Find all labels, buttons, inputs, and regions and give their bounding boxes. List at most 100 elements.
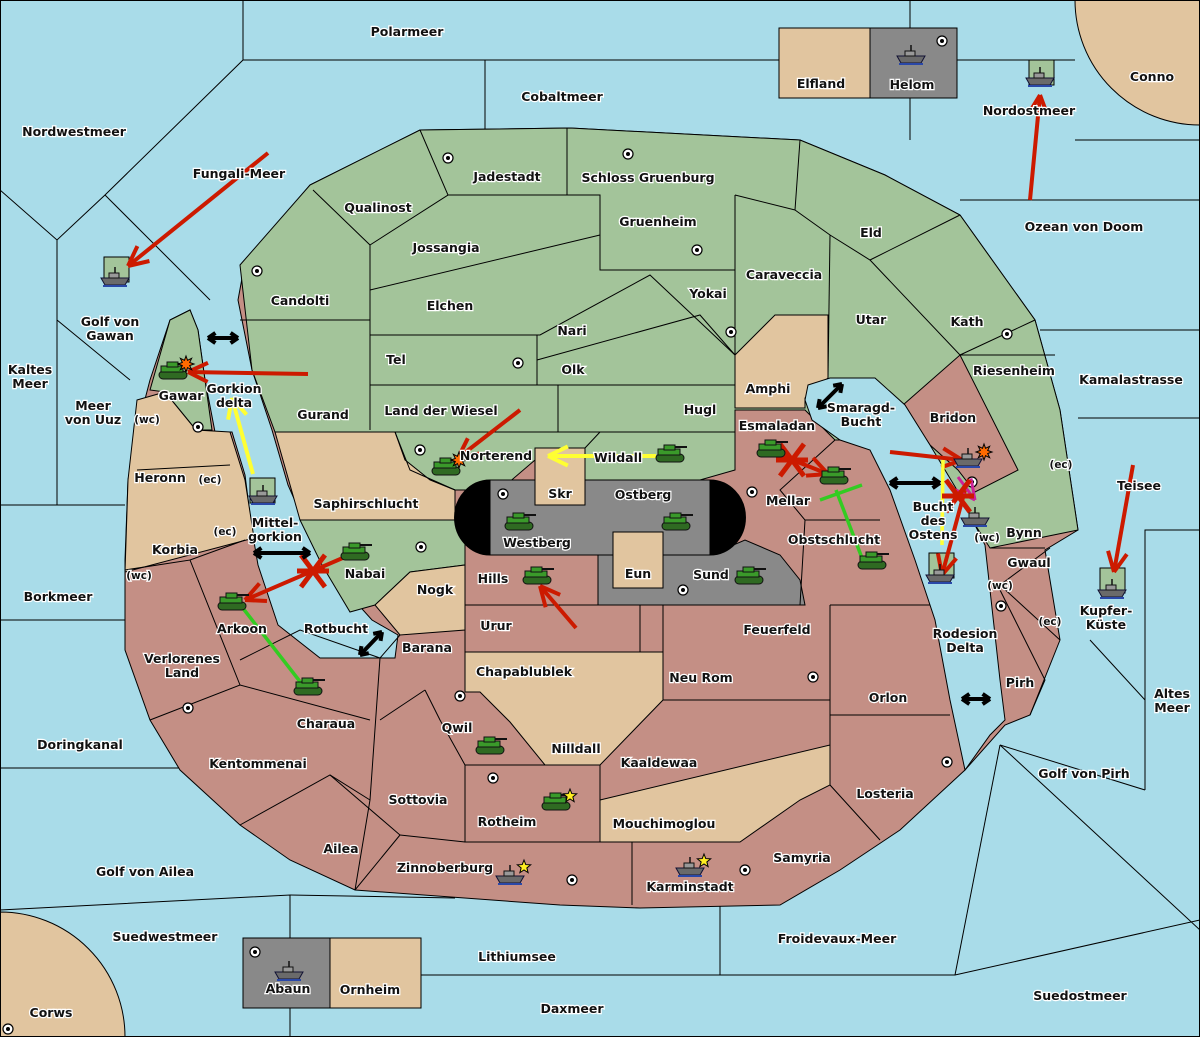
fleet-ship-icon[interactable]: [953, 448, 983, 468]
fleet-ship-icon[interactable]: [960, 507, 990, 527]
region-conno[interactable]: [1074, 0, 1200, 126]
army-tank-icon[interactable]: [475, 736, 507, 755]
region-borders: [124, 128, 1061, 905]
fleet-ship-icon[interactable]: [1097, 579, 1127, 599]
region-labels: PolarmeerCobaltmeerNordwestmeerFungali-M…: [7, 23, 1192, 1021]
region-label: Hugl: [684, 402, 717, 417]
supply-center-icon: [1001, 328, 1013, 340]
double-arrow-icon: [816, 382, 844, 410]
region-label: Rotheim: [478, 814, 537, 829]
region-label: Obstschlucht: [788, 532, 880, 547]
army-tank-icon[interactable]: [158, 361, 190, 380]
region-label: Pirh: [1006, 675, 1035, 690]
support-order-line: [240, 605, 307, 690]
region-label: Barana: [402, 640, 452, 655]
region-ornheim[interactable]: [329, 937, 422, 1009]
army-tank-icon[interactable]: [734, 566, 766, 585]
fleet-ship-icon[interactable]: [1025, 67, 1055, 87]
region-label: Bridon: [930, 410, 976, 425]
supply-center-icon: [454, 690, 466, 702]
army-tank-icon[interactable]: [661, 512, 693, 531]
region-label: Karminstadt: [646, 879, 733, 894]
region-label: Chapablublek: [476, 664, 573, 679]
fleet-ship-icon[interactable]: [274, 961, 304, 981]
region-label: Ozean von Doom: [1025, 219, 1144, 234]
failed-order-cross-icon: [297, 553, 329, 589]
attack-order-arrow: [1026, 93, 1050, 201]
convoy-order-arrow: [226, 396, 255, 475]
army-tank-icon[interactable]: [217, 592, 249, 611]
army-tank-icon[interactable]: [857, 551, 889, 570]
region-label: Kentommenai: [209, 756, 307, 771]
region-label: Corws: [30, 1005, 73, 1020]
region-label: Zinnoberburg: [397, 860, 493, 875]
coast-label: (wc): [134, 414, 160, 426]
region-label: Norterend: [460, 448, 532, 463]
region-label: Froidevaux-Meer: [778, 931, 897, 946]
support-order-line: [834, 489, 864, 559]
army-tank-icon[interactable]: [819, 466, 851, 485]
supply-center-icon: [995, 600, 1007, 612]
region-label: Korbia: [152, 542, 198, 557]
region-corws[interactable]: [0, 911, 126, 1037]
supply-center-icon: [442, 152, 454, 164]
supply-center-icon: [192, 421, 204, 433]
fleet-ship-icon[interactable]: [925, 564, 955, 584]
region-label: Abaun: [266, 981, 311, 996]
fleet-ship-icon[interactable]: [248, 485, 278, 505]
army-tank-icon[interactable]: [655, 444, 687, 463]
impassable-east: [709, 479, 746, 556]
region-label: Orlon: [869, 690, 908, 705]
army-tank-icon[interactable]: [756, 439, 788, 458]
region-label: Qwil: [442, 720, 473, 735]
supply-center-icon: [566, 874, 578, 886]
bucht-des-ostens-channel[interactable]: [804, 377, 1006, 772]
region-label: Saphirschlucht: [314, 496, 419, 511]
fleet-ship-icon[interactable]: [675, 857, 705, 877]
region-label: Cobaltmeer: [521, 89, 603, 104]
region-label: Elfland: [797, 76, 845, 91]
region-label: Golf von Ailea: [96, 864, 194, 879]
region-label: Nogk: [417, 582, 454, 597]
region-label: Suedostmeer: [1033, 988, 1127, 1003]
region-label: Gurand: [297, 407, 349, 422]
fleet-ship-icon[interactable]: [100, 267, 130, 287]
fleet-ship-icon[interactable]: [495, 865, 525, 885]
region-label: Wildall: [594, 450, 642, 465]
region-label: Nabai: [345, 566, 386, 581]
army-tank-icon[interactable]: [504, 512, 536, 531]
supply-center-icon: [414, 444, 426, 456]
convoy-order-line: [940, 459, 945, 546]
attack-order-arrow: [187, 360, 309, 384]
supply-center-icon: [677, 584, 689, 596]
fleet-ship-icon[interactable]: [896, 45, 926, 65]
orders-layer: [126, 93, 1135, 706]
region-heronn-korbia[interactable]: [124, 391, 255, 573]
supply-center-icon: [512, 357, 524, 369]
coast-label: (wc): [987, 580, 1013, 592]
coast-label: (ec): [1050, 459, 1073, 471]
supply-center-icon: [249, 946, 261, 958]
army-tank-icon[interactable]: [541, 792, 573, 811]
region-label: Rotbucht: [304, 621, 368, 636]
region-label: Arkoon: [217, 621, 267, 636]
supply-center-icon: [497, 488, 509, 500]
region-label: Land der Wiesel: [384, 403, 497, 418]
home-star-icon: [516, 858, 532, 874]
supply-center-icon: [807, 671, 819, 683]
attack-order-arrow: [1106, 464, 1135, 574]
region-eun[interactable]: [612, 531, 664, 589]
dislodged-explosion-icon: [449, 450, 469, 470]
region-nogk[interactable]: [374, 564, 466, 636]
region-label: Borkmeer: [24, 589, 94, 604]
army-tank-icon[interactable]: [340, 542, 372, 561]
army-tank-icon[interactable]: [522, 566, 554, 585]
army-tank-icon[interactable]: [293, 677, 325, 696]
region-label: Ostberg: [615, 487, 672, 502]
region-label: Daxmeer: [540, 1001, 604, 1016]
region-label: Ornheim: [340, 982, 400, 997]
